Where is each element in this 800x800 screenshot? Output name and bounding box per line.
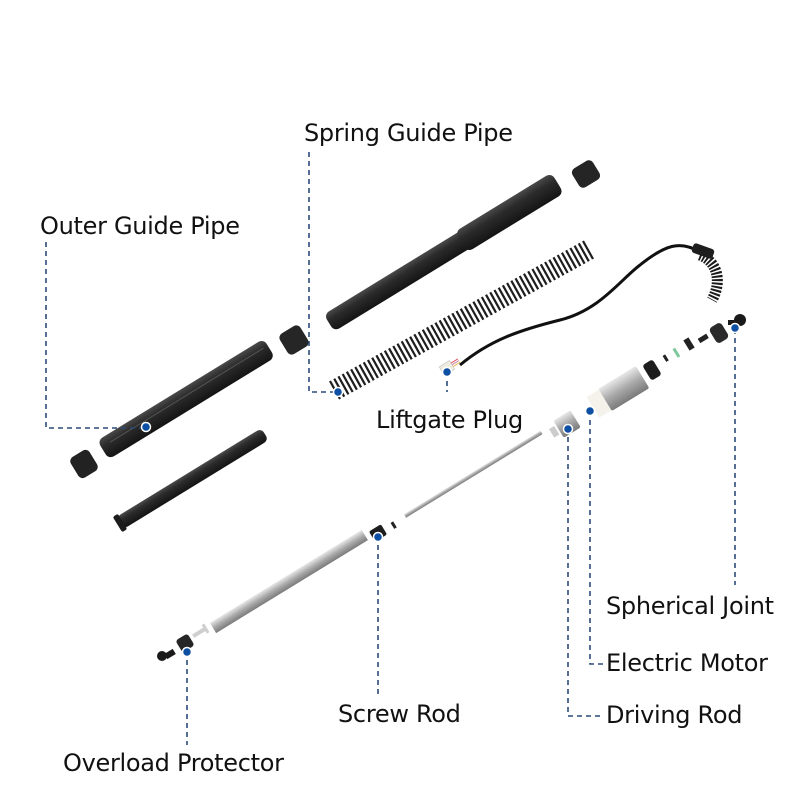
spring-coil bbox=[388, 347, 400, 367]
leader-lines bbox=[45, 152, 736, 745]
spring-coil bbox=[337, 375, 350, 395]
spring-coil bbox=[472, 301, 485, 321]
spring-coil bbox=[371, 357, 384, 377]
spring-coil bbox=[531, 268, 544, 288]
spring-coil bbox=[354, 366, 367, 386]
spring-coil bbox=[463, 305, 476, 325]
spring-coil bbox=[404, 338, 417, 358]
outer-pipe-cap bbox=[70, 449, 98, 479]
spring-coil bbox=[362, 361, 375, 381]
spring-coil bbox=[379, 352, 392, 372]
label-outer-guide-pipe: Outer Guide Pipe bbox=[40, 212, 240, 240]
marker-electric-motor[interactable] bbox=[584, 405, 596, 417]
driving-rod-gear bbox=[549, 410, 581, 438]
screw-rod-thin bbox=[403, 430, 543, 518]
spring-coil bbox=[556, 254, 569, 274]
marker-driving-rod[interactable] bbox=[562, 423, 574, 435]
label-spring-guide-pipe: Spring Guide Pipe bbox=[304, 119, 513, 147]
spring-coil bbox=[539, 263, 552, 283]
spring bbox=[329, 240, 594, 400]
electric-motor bbox=[586, 366, 649, 418]
spring-coil bbox=[358, 364, 371, 384]
spring-coil bbox=[569, 247, 582, 267]
label-liftgate-plug: Liftgate Plug bbox=[376, 406, 523, 434]
spring-coil bbox=[489, 291, 502, 311]
spring-coil bbox=[523, 273, 535, 293]
leader-driving-rod bbox=[567, 428, 604, 717]
spring-coil bbox=[400, 340, 413, 360]
spring-coil bbox=[518, 275, 531, 295]
spring-coil bbox=[447, 315, 460, 335]
label-electric-motor: Electric Motor bbox=[606, 649, 768, 677]
markers bbox=[140, 322, 741, 658]
spring-coil bbox=[392, 345, 405, 365]
label-screw-rod: Screw Rod bbox=[338, 700, 461, 728]
spring-coil bbox=[480, 296, 493, 316]
bolt bbox=[192, 623, 210, 638]
spring-coil bbox=[506, 282, 519, 302]
leader-outer-guide-pipe bbox=[45, 242, 145, 429]
end-cap-top bbox=[571, 160, 601, 188]
marker-overload-protector[interactable] bbox=[181, 646, 193, 658]
spring-coil bbox=[560, 252, 573, 272]
leader-electric-motor bbox=[589, 411, 604, 665]
spring-coil bbox=[434, 322, 447, 342]
spring-coil bbox=[573, 245, 586, 265]
spring-coil bbox=[459, 308, 472, 328]
spring-coil bbox=[493, 289, 506, 309]
label-overload-protector: Overload Protector bbox=[63, 749, 284, 777]
spring-coil bbox=[468, 303, 481, 323]
spring-coil bbox=[565, 249, 578, 269]
spring-coil bbox=[426, 326, 438, 346]
liftgate-cable bbox=[459, 244, 701, 367]
spring-coil bbox=[438, 319, 451, 339]
spring-coil bbox=[582, 240, 594, 260]
marker-screw-rod[interactable] bbox=[372, 531, 384, 543]
marker-liftgate-plug[interactable] bbox=[441, 366, 453, 378]
cable-boot bbox=[691, 243, 723, 303]
inner-tube bbox=[113, 430, 267, 532]
pipe-cap-middle bbox=[279, 325, 309, 355]
spring-coil bbox=[417, 331, 430, 351]
spherical-joint bbox=[728, 314, 746, 326]
spring-coil bbox=[544, 261, 557, 281]
metal-tube bbox=[209, 529, 368, 634]
spring-guide-pipe bbox=[326, 174, 562, 330]
spring-coil bbox=[497, 287, 510, 307]
marker-spring-guide-pipe[interactable] bbox=[332, 386, 344, 398]
spring-coil bbox=[421, 329, 434, 349]
spring-coil bbox=[341, 373, 354, 393]
spring-coil bbox=[442, 317, 455, 337]
spring-coil bbox=[514, 277, 527, 297]
overload-protector bbox=[157, 634, 194, 661]
spring-coil bbox=[455, 310, 468, 330]
spring-coil bbox=[383, 350, 396, 370]
spring-coil bbox=[345, 371, 358, 391]
spring-coil bbox=[476, 298, 489, 318]
marker-spherical-joint[interactable] bbox=[729, 322, 741, 334]
spring-coil bbox=[552, 256, 565, 276]
label-driving-rod: Driving Rod bbox=[606, 701, 743, 729]
spring-coil bbox=[366, 359, 379, 379]
spring-coil bbox=[430, 324, 443, 344]
motor-parts bbox=[643, 323, 729, 380]
spring-coil bbox=[548, 259, 561, 279]
spring-coil bbox=[350, 368, 363, 388]
spring-coil bbox=[409, 336, 422, 356]
spring-coil bbox=[485, 294, 497, 314]
spring-coil bbox=[451, 312, 464, 332]
spring-coil bbox=[396, 343, 409, 363]
pin bbox=[390, 521, 397, 529]
label-spherical-joint: Spherical Joint bbox=[606, 592, 774, 620]
spring-coil bbox=[510, 280, 523, 300]
spring-coil bbox=[375, 354, 388, 374]
spring-coil bbox=[501, 284, 514, 304]
spring-coil bbox=[577, 242, 590, 262]
spring-coil bbox=[535, 266, 548, 286]
spring-coil bbox=[413, 333, 426, 353]
spring-coil bbox=[527, 270, 540, 290]
leader-spring-guide-pipe bbox=[308, 152, 335, 393]
marker-outer-guide-pipe[interactable] bbox=[140, 421, 152, 433]
